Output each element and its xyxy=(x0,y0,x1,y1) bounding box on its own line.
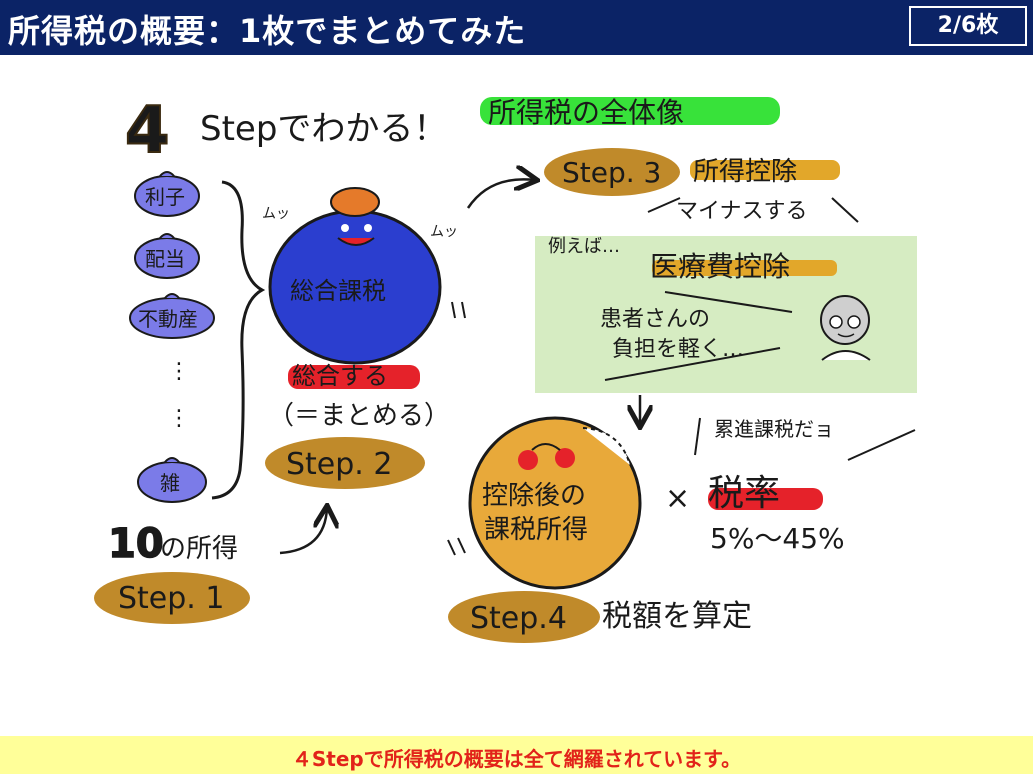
step4-text: 税額を算定 xyxy=(602,599,752,634)
blob-sound-right: ムッ xyxy=(430,224,458,240)
svg-text:利子: 利子 xyxy=(145,185,185,209)
tax-rate-highlight xyxy=(708,488,823,510)
heading-number: 4 xyxy=(125,94,170,168)
emphasis-line-left xyxy=(647,197,681,213)
step3-title-highlight xyxy=(690,160,840,180)
aggregate-taxation-blob: 総合課税 xyxy=(268,187,442,365)
income-kind-bubble: 利子 xyxy=(134,171,200,217)
arrow-step1-to-step2 xyxy=(279,508,327,555)
step3-subtitle: マイナスする xyxy=(676,199,808,224)
income-kind-bubble: 不動産 xyxy=(129,293,215,339)
income-kinds-list: 利子 配当 不動産 ⋮ ⋮ 雑 xyxy=(129,171,215,503)
step3-label: Step. 3 xyxy=(562,156,661,189)
tax-rate: 税率 xyxy=(708,473,780,514)
motion-lines xyxy=(451,301,466,319)
heading-tag: 所得税の全体像 xyxy=(488,96,684,129)
step3-title: 所得控除 xyxy=(693,157,797,187)
emphasis-line-right xyxy=(831,197,859,223)
ten-incomes-number: 10 xyxy=(108,521,164,567)
title-bar: 所得税の概要：1枚でまとめてみた 2/6枚 xyxy=(0,0,1033,55)
svg-text:⋮: ⋮ xyxy=(168,359,190,384)
heading-tag-highlight xyxy=(480,97,780,125)
example-title: 医療費控除 xyxy=(650,250,790,283)
svg-text:雑: 雑 xyxy=(160,471,180,495)
example-title-highlight xyxy=(652,260,837,276)
income-kind-bubble: 雑 xyxy=(137,457,207,503)
after-deduction-line2: 課税所得 xyxy=(484,515,588,545)
income-kind-bubble: 配当 xyxy=(134,233,200,279)
aggregate-label: 総合する xyxy=(292,362,388,390)
footer-text: ４Stepで所得税の概要は全て網羅されています。 xyxy=(291,747,742,771)
example-intro: 例えば… xyxy=(548,236,620,257)
page-indicator: 2/6枚 xyxy=(909,6,1027,46)
motion-lines-left xyxy=(447,537,466,556)
footer-banner: ４Stepで所得税の概要は全て網羅されています。 xyxy=(0,736,1033,774)
svg-text:不動産: 不動産 xyxy=(138,307,198,331)
svg-text:⋮: ⋮ xyxy=(168,406,190,431)
step2-label-bg xyxy=(265,437,425,489)
ten-incomes-text: の所得 xyxy=(160,534,238,564)
tax-rate-range: 5%〜45% xyxy=(710,522,845,555)
aggregate-note: （＝まとめる） xyxy=(268,401,450,431)
after-deduction-line1: 控除後の xyxy=(482,481,586,511)
note-line-left xyxy=(694,417,701,456)
step2-label: Step. 2 xyxy=(286,447,392,482)
svg-text:配当: 配当 xyxy=(145,247,185,271)
grouping-brace xyxy=(211,180,266,500)
step1-label: Step. 1 xyxy=(118,581,224,616)
arrow-step2-to-step3 xyxy=(466,179,535,209)
note-line-right xyxy=(847,429,916,461)
progressive-note: 累進課税だョ xyxy=(714,417,834,441)
step3-label-bg xyxy=(544,148,680,196)
aggregate-highlight xyxy=(288,365,420,389)
example-divider-top xyxy=(664,291,793,313)
blob-sound-left: ムッ xyxy=(262,206,290,222)
multiply-sign: × xyxy=(665,481,690,516)
doctor-icon xyxy=(820,295,871,361)
step4-label: Step.4 xyxy=(470,601,567,636)
blob-label: 総合課税 xyxy=(290,277,386,305)
page-title: 所得税の概要：1枚でまとめてみた xyxy=(8,12,527,50)
example-text-line1: 患者さんの xyxy=(600,307,710,332)
heading-text: Stepでわかる！ xyxy=(200,109,447,149)
step1-label-bg xyxy=(94,572,250,624)
taxable-income-circle: 控除後の 課税所得 xyxy=(468,416,642,590)
step4-label-bg xyxy=(448,591,600,643)
example-divider-bottom xyxy=(604,347,781,381)
